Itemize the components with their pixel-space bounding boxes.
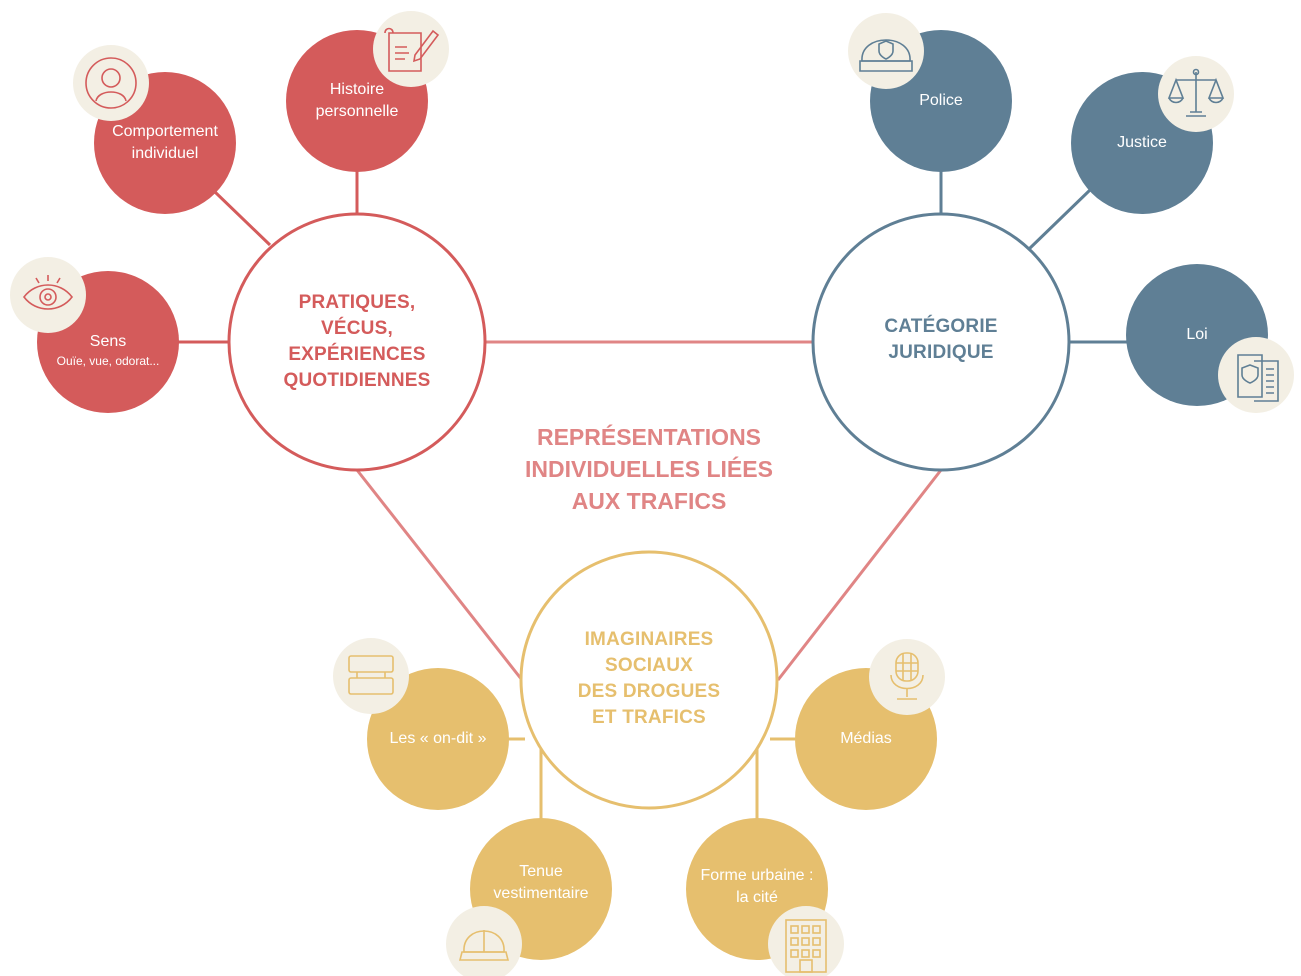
sat-ondit-circle	[367, 668, 509, 810]
title-line-2: INDIVIDUELLES LIÉES	[525, 456, 773, 482]
link-justice	[1026, 188, 1092, 252]
speech-bubbles-icon	[333, 638, 409, 714]
title-line-3: AUX TRAFICS	[571, 488, 727, 514]
hub-pratiques-line-2: VÉCUS,	[321, 318, 393, 339]
police-cap-icon	[848, 13, 924, 89]
scales-icon	[1158, 56, 1234, 132]
sat-tenue-label: Tenue vestimentaire	[471, 861, 611, 905]
hub-imaginaires-line-3: DES DROGUES	[577, 681, 721, 702]
sat-tenue-line-1: Tenue	[519, 863, 563, 880]
cap-icon	[446, 906, 522, 976]
sat-justice-label: Justice	[1072, 132, 1212, 154]
sat-loi-label: Loi	[1127, 324, 1267, 346]
sat-comportement-label: Comportement individuel	[95, 121, 235, 165]
sat-medias-title: Médias	[840, 730, 892, 747]
sat-histoire-line-1: Histoire	[329, 81, 385, 98]
sat-comportement-line-2: individuel	[131, 145, 199, 162]
hub-pratiques-line-4: QUOTIDIENNES	[283, 370, 431, 391]
sat-ondit-title: Les « on-dit »	[389, 730, 487, 747]
sat-tenue-line-2: vestimentaire	[493, 885, 589, 902]
sat-histoire-line-2: personnelle	[315, 103, 399, 120]
link-juridique-imaginaires	[776, 469, 943, 681]
hub-pratiques-line-3: EXPÉRIENCES	[288, 344, 426, 365]
sat-police-title: Police	[919, 92, 963, 109]
law-document-icon	[1218, 337, 1294, 413]
sat-comportement-line-1: Comportement	[112, 123, 218, 140]
hub-juridique-circle	[811, 212, 1071, 472]
person-icon	[73, 45, 149, 121]
hub-pratiques-label: PRATIQUES, VÉCUS, EXPÉRIENCES QUOTIDIENN…	[247, 290, 467, 394]
sat-forme-line-1: Forme urbaine :	[700, 867, 814, 884]
hub-juridique-label: CATÉGORIE JURIDIQUE	[831, 314, 1051, 366]
sat-loi-title: Loi	[1186, 326, 1208, 343]
sat-justice-title: Justice	[1117, 134, 1167, 151]
sat-medias-label: Médias	[796, 728, 936, 750]
microphone-icon	[869, 639, 945, 715]
title-line-1: REPRÉSENTATIONS	[536, 424, 762, 450]
sat-forme-line-2: la cité	[736, 889, 778, 906]
pen-paper-icon	[373, 11, 449, 87]
sat-police-label: Police	[871, 90, 1011, 112]
building-icon	[768, 906, 844, 976]
hub-imaginaires-circle	[519, 550, 779, 810]
link-comportement	[213, 190, 272, 247]
hub-juridique-line-2: JURIDIQUE	[888, 342, 994, 363]
sat-sens-title: Sens	[89, 333, 127, 350]
hub-juridique-line-1: CATÉGORIE	[884, 316, 998, 337]
link-pratiques-imaginaires	[355, 469, 524, 681]
hub-imaginaires-line-2: SOCIAUX	[605, 655, 693, 676]
sat-sens-label: Sens Ouïe, vue, odorat...	[38, 331, 178, 369]
connectors	[178, 170, 1128, 820]
sat-ondit-label: Les « on-dit »	[368, 728, 508, 750]
hub-imaginaires-label: IMAGINAIRES SOCIAUX DES DROGUES ET TRAFI…	[539, 627, 759, 731]
sat-forme-label: Forme urbaine : la cité	[687, 865, 827, 909]
hub-imaginaires-line-1: IMAGINAIRES	[584, 629, 714, 650]
diagram-title: REPRÉSENTATIONS INDIVIDUELLES LIÉES AUX …	[489, 421, 809, 517]
eye-icon	[10, 257, 86, 333]
hub-imaginaires-line-4: ET TRAFICS	[592, 707, 706, 728]
hub-pratiques-circle	[227, 212, 487, 472]
sat-sens-sublabel: Ouïe, vue, odorat...	[56, 354, 160, 368]
sat-histoire-label: Histoire personnelle	[287, 79, 427, 123]
hub-pratiques-line-1: PRATIQUES,	[298, 292, 416, 313]
